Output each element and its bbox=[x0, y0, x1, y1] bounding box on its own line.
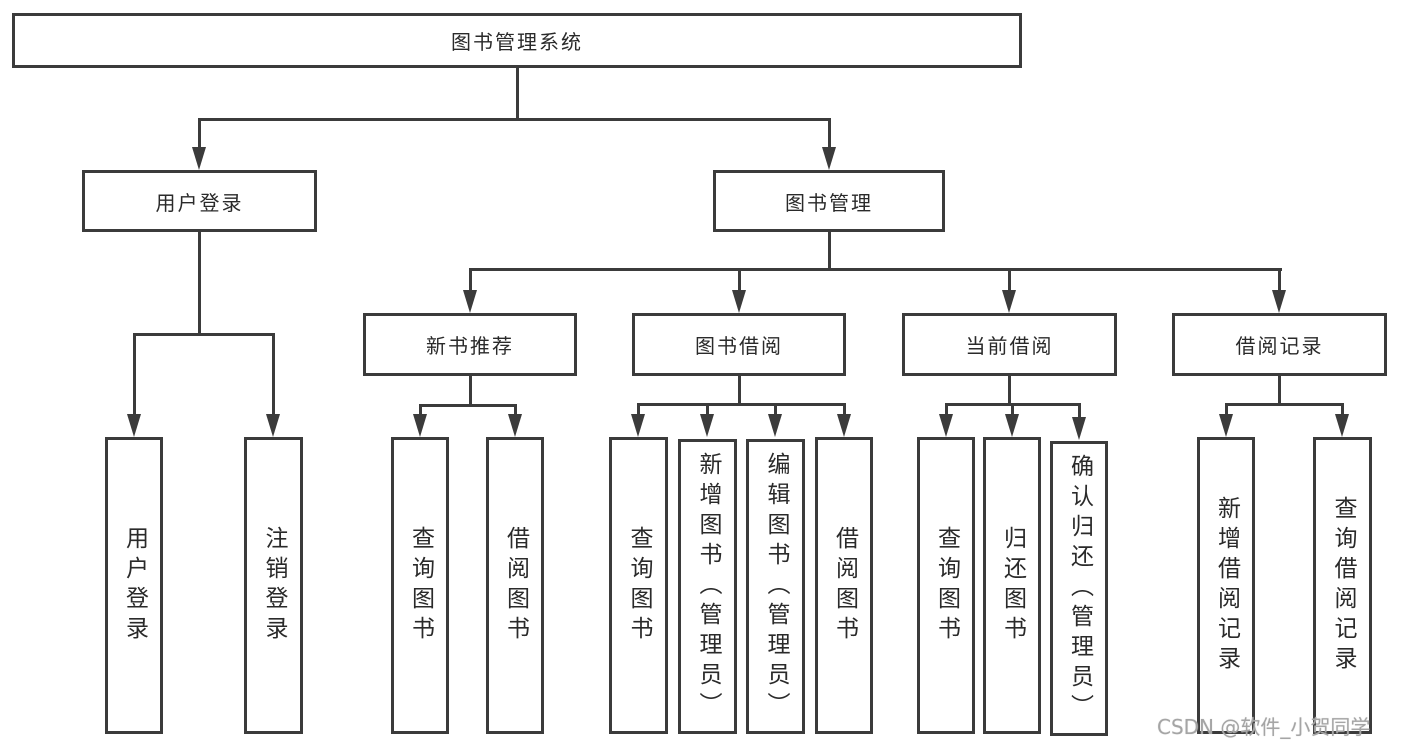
connector-line bbox=[515, 68, 519, 119]
arrowhead-icon bbox=[699, 414, 714, 437]
connector-line bbox=[737, 268, 741, 292]
connector-line bbox=[1077, 403, 1081, 419]
arrowhead-icon bbox=[462, 290, 477, 313]
node-label: 查询借阅记录 bbox=[1330, 495, 1356, 676]
node-label: 图书管理系统 bbox=[451, 30, 583, 54]
arrowhead-icon bbox=[1004, 414, 1019, 437]
connector-line bbox=[468, 268, 1282, 271]
connector-line bbox=[1278, 268, 1281, 292]
connector-line bbox=[737, 376, 741, 405]
node-current-borrowing: 当前借阅 bbox=[902, 313, 1117, 376]
node-label: 确认归还（管理员） bbox=[1066, 453, 1093, 724]
node-borrow-records: 借阅记录 bbox=[1172, 313, 1387, 376]
node-library-system: 图书管理系统 bbox=[12, 13, 1022, 68]
arrowhead-icon bbox=[822, 147, 836, 170]
arrowhead-icon bbox=[1002, 290, 1016, 313]
node-label: 图书管理 bbox=[785, 190, 873, 215]
node-label: 图书借阅 bbox=[695, 334, 783, 358]
connector-line bbox=[468, 268, 472, 292]
connector-line bbox=[1340, 403, 1344, 416]
arrowhead-icon bbox=[1334, 414, 1349, 437]
connector-line bbox=[1008, 376, 1011, 405]
connector-line bbox=[418, 404, 422, 417]
arrowhead-icon bbox=[126, 414, 141, 437]
node-book-management: 图书管理 bbox=[713, 170, 945, 232]
connector-line bbox=[944, 403, 948, 416]
connector-line bbox=[198, 118, 831, 121]
arrowhead-icon bbox=[1071, 417, 1086, 440]
node-label: 新增借阅记录 bbox=[1213, 495, 1240, 676]
leaf-query-books-borrowing: 查询图书 bbox=[609, 437, 668, 734]
node-label: 查询图书 bbox=[407, 525, 434, 646]
leaf-add-books-admin: 新增图书（管理员） bbox=[678, 439, 737, 734]
connector-line bbox=[132, 333, 136, 415]
leaf-borrow-books-recommend: 借阅图书 bbox=[486, 437, 544, 734]
arrowhead-icon bbox=[507, 414, 522, 437]
connector-line bbox=[636, 403, 846, 406]
leaf-query-books-recommend: 查询图书 bbox=[391, 437, 449, 734]
connector-line bbox=[418, 404, 517, 407]
connector-line bbox=[271, 333, 275, 415]
node-label: 归还图书 bbox=[999, 525, 1026, 646]
node-label: 用户登录 bbox=[121, 525, 148, 646]
arrowhead-icon bbox=[731, 290, 746, 313]
node-new-book-recommend: 新书推荐 bbox=[363, 313, 577, 376]
node-label: 借阅记录 bbox=[1235, 334, 1324, 358]
connector-line bbox=[1008, 268, 1011, 292]
node-label: 编辑图书（管理员） bbox=[763, 451, 789, 722]
connector-line bbox=[773, 403, 777, 416]
arrowhead-icon bbox=[836, 414, 851, 437]
node-label: 查询图书 bbox=[626, 525, 652, 646]
leaf-edit-books-admin: 编辑图书（管理员） bbox=[746, 439, 805, 734]
connector-line bbox=[1224, 403, 1228, 416]
arrowhead-icon bbox=[412, 414, 427, 437]
connector-line bbox=[468, 376, 472, 406]
arrowhead-icon bbox=[1218, 414, 1233, 437]
connector-line bbox=[1278, 376, 1281, 405]
leaf-borrow-books-borrowing: 借阅图书 bbox=[815, 437, 873, 734]
leaf-user-login: 用户登录 bbox=[105, 437, 163, 734]
arrowhead-icon bbox=[767, 414, 782, 437]
leaf-return-books: 归还图书 bbox=[983, 437, 1041, 734]
node-label: 新书推荐 bbox=[426, 334, 514, 358]
connector-line bbox=[636, 403, 640, 416]
connector-line bbox=[1224, 403, 1344, 406]
connector-line bbox=[198, 232, 201, 335]
leaf-add-borrow-record: 新增借阅记录 bbox=[1197, 437, 1255, 734]
node-book-borrowing: 图书借阅 bbox=[632, 313, 846, 376]
connector-line bbox=[198, 118, 201, 151]
arrowhead-icon bbox=[265, 414, 280, 437]
leaf-confirm-return-admin: 确认归还（管理员） bbox=[1050, 441, 1108, 736]
node-label: 新增图书（管理员） bbox=[695, 451, 721, 722]
connector-line bbox=[842, 403, 846, 416]
leaf-query-books-current: 查询图书 bbox=[917, 437, 975, 734]
node-label: 注销登录 bbox=[261, 525, 287, 646]
node-label: 当前借阅 bbox=[965, 334, 1054, 358]
connector-line bbox=[828, 118, 831, 151]
leaf-logout: 注销登录 bbox=[244, 437, 303, 734]
connector-line bbox=[132, 333, 275, 336]
arrowhead-icon bbox=[938, 414, 953, 437]
arrowhead-icon bbox=[630, 414, 645, 437]
node-label: 借阅图书 bbox=[502, 525, 529, 646]
connector-line bbox=[1010, 403, 1014, 416]
connector-line bbox=[705, 403, 709, 416]
node-label: 用户登录 bbox=[155, 190, 244, 215]
node-label: 借阅图书 bbox=[831, 525, 858, 646]
leaf-query-borrow-record: 查询借阅记录 bbox=[1313, 437, 1372, 734]
node-user-login: 用户登录 bbox=[82, 170, 317, 232]
arrowhead-icon bbox=[1272, 290, 1286, 313]
node-label: 查询图书 bbox=[933, 525, 960, 646]
csdn-watermark: CSDN @软件_小贺同学 bbox=[1157, 715, 1371, 739]
arrowhead-icon bbox=[192, 147, 206, 170]
connector-line bbox=[827, 232, 831, 270]
connector-line bbox=[513, 404, 517, 417]
